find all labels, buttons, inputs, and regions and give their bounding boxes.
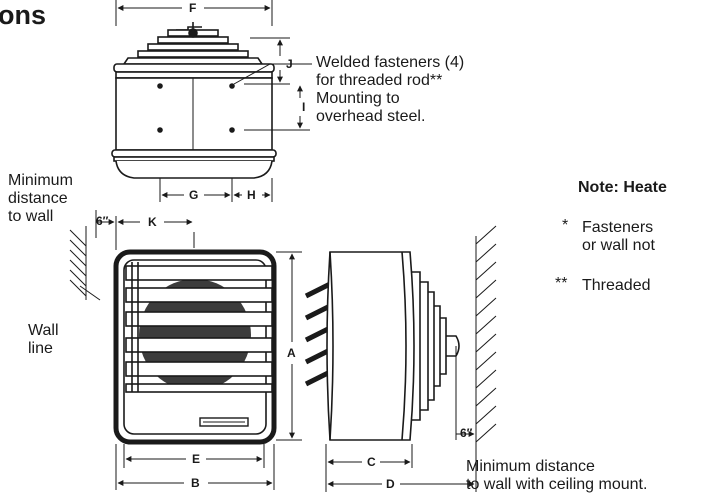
dim-label-f: F: [189, 1, 197, 15]
callout-wall-line-line: Wall: [28, 322, 59, 339]
section-heading: ons: [0, 0, 47, 30]
wall-left: [69, 210, 101, 301]
dimension-j: [244, 37, 290, 85]
dim-label-h: H: [247, 188, 256, 202]
callout-fasteners: Welded fasteners (4) for threaded rod** …: [316, 54, 464, 126]
callout-wall-line-line: line: [28, 340, 53, 357]
dimension-b: [115, 444, 275, 490]
dimension-c: [325, 444, 477, 492]
wall-right: [455, 225, 497, 448]
dimension-f: [115, 0, 273, 26]
note-item-line: or wall not: [582, 237, 655, 254]
callout-min-ceiling: Minimum distance to wall with ceiling mo…: [466, 458, 647, 494]
fastener-leader: [233, 63, 312, 85]
callout-min-ceiling-line: to wall with ceiling mount.: [466, 476, 648, 493]
dim-label-k: K: [148, 215, 157, 229]
note-mark: **: [555, 275, 568, 292]
callout-fasteners-line: Mounting to: [316, 90, 400, 107]
dim-label-c: C: [367, 455, 376, 469]
callout-min-wall: Minimum distance to wall: [8, 172, 73, 226]
callout-fasteners-line: overhead steel.: [316, 108, 426, 125]
dim-label-j: J: [286, 57, 293, 71]
dim-label-d: D: [386, 477, 395, 491]
dimension-e: [123, 444, 265, 468]
callout-fasteners-line: Welded fasteners (4): [316, 54, 465, 71]
dimension-a: [276, 251, 302, 441]
clearance-label-wall: 6″: [96, 214, 109, 228]
callout-wall-line: Wall line: [28, 322, 59, 358]
note-mark: *: [562, 217, 569, 234]
top-view: [111, 22, 277, 179]
note-item-line: Fasteners: [582, 219, 654, 236]
callout-min-ceiling-line: Minimum distance: [466, 458, 595, 475]
note-item: Fasteners or wall not: [582, 219, 655, 255]
dim-label-e: E: [192, 452, 201, 466]
dim-label-b: B: [191, 476, 200, 490]
dim-label-g: G: [189, 188, 199, 202]
dim-label-a: A: [287, 346, 296, 360]
dimension-g-h: [159, 178, 273, 202]
note-item-line: Threaded: [582, 277, 651, 294]
callout-fasteners-line: for threaded rod**: [316, 72, 443, 89]
callout-min-wall-line: Minimum: [8, 172, 73, 189]
dim-label-i: I: [302, 100, 306, 114]
note-item: Threaded: [582, 277, 651, 295]
dimension-k: [96, 216, 195, 250]
side-view: [304, 251, 460, 441]
front-view: [113, 249, 277, 445]
dimension-i: [244, 85, 310, 131]
callout-min-wall-line: to wall: [8, 208, 54, 225]
callout-min-wall-line: distance: [8, 190, 68, 207]
clearance-label-ceiling: 6″: [460, 426, 473, 440]
note-title: Note: Heate: [578, 179, 667, 196]
